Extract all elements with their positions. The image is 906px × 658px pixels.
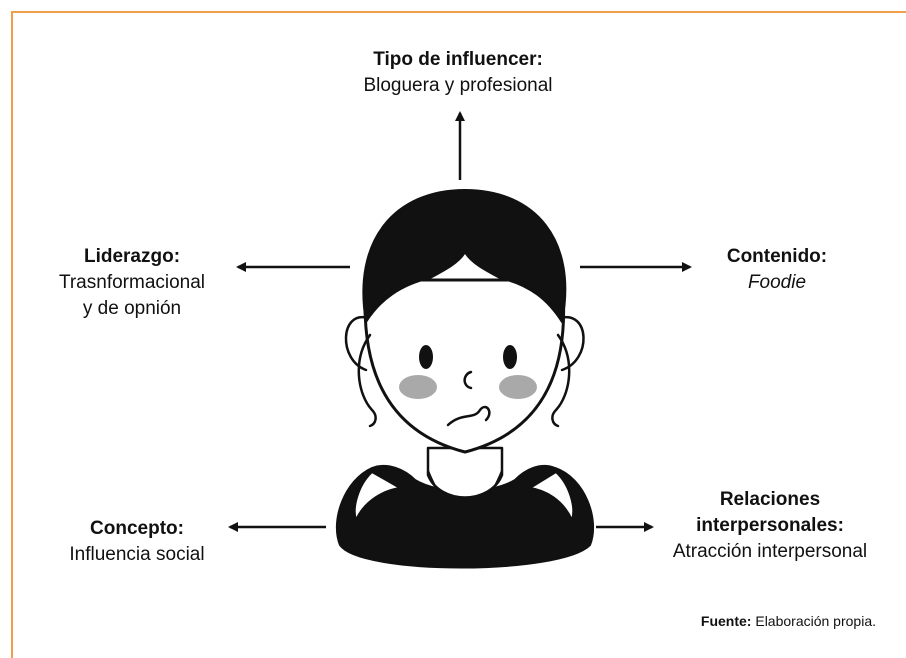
source-text: Elaboración propia.: [755, 613, 876, 629]
diagram-frame: [11, 11, 906, 658]
influencer-type-value: Bloguera y profesional: [363, 75, 553, 96]
relations-title-line2: interpersonales:: [696, 515, 844, 536]
woman-influencer-illustration: [335, 189, 595, 569]
concept-title: Concepto:: [90, 518, 184, 539]
source-note: Fuente: Elaboración propia.: [701, 613, 876, 629]
influencer-type-title: Tipo de influencer:: [373, 49, 543, 70]
leadership-value-line2: y de opnión: [82, 298, 182, 319]
relations-label: Relaciones interpersonales: Atracción in…: [645, 487, 895, 565]
content-title: Contenido:: [726, 246, 828, 267]
leadership-title: Liderazgo:: [83, 246, 181, 267]
leadership-value-line1: Trasnformacional: [58, 272, 206, 293]
concept-label: Concepto: Influencia social: [22, 516, 252, 568]
relations-value: Atracción interpersonal: [672, 541, 868, 562]
relations-title-line1: Relaciones: [719, 489, 821, 510]
content-label: Contenido: Foodie: [687, 244, 867, 296]
leadership-label: Liderazgo: Trasnformacional y de opnión: [22, 244, 242, 322]
source-label: Fuente:: [700, 613, 752, 629]
influencer-type-label: Tipo de influencer: Bloguera y profesion…: [303, 47, 613, 99]
concept-value: Influencia social: [69, 544, 205, 565]
content-value: Foodie: [747, 272, 807, 293]
